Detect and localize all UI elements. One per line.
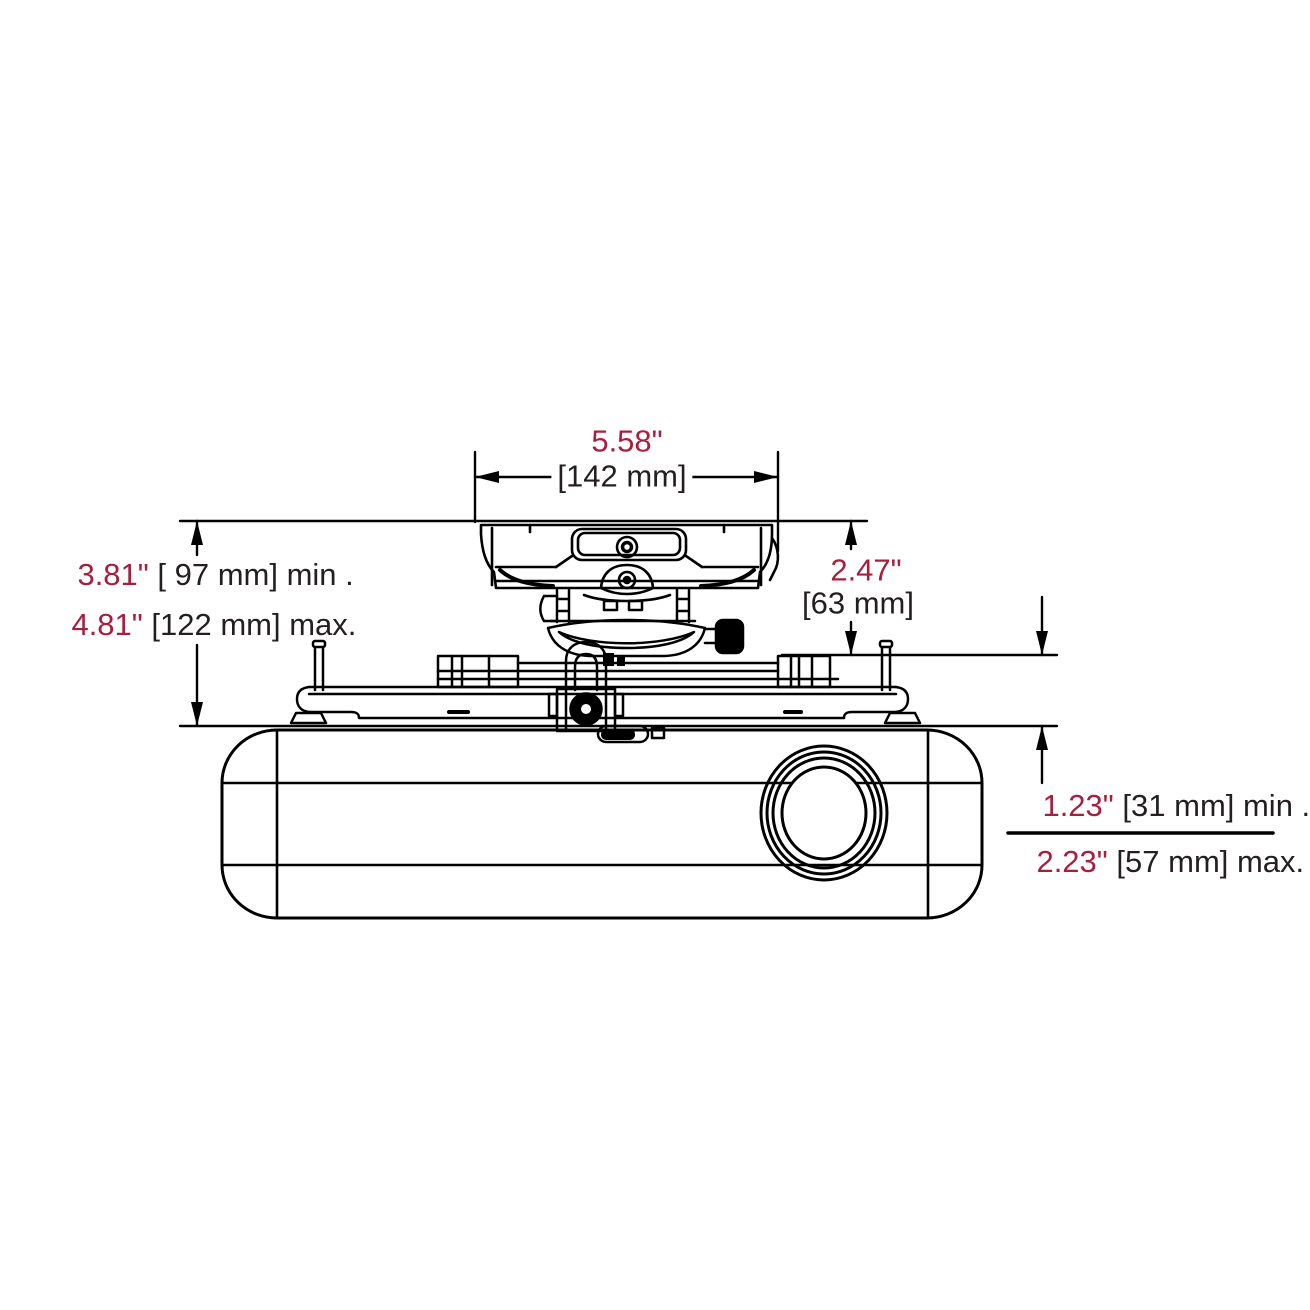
spreader-bar bbox=[307, 685, 898, 696]
dim-bottom-clearance-max-metric: [57 mm] max. bbox=[1107, 843, 1305, 879]
ceiling-mount-bracket bbox=[479, 523, 780, 603]
left-foot bbox=[289, 711, 328, 725]
dim-bottom-clearance-max-inches: 2.23" bbox=[1036, 843, 1108, 879]
adjustment-knob bbox=[714, 618, 745, 655]
pivot-lug bbox=[599, 563, 655, 596]
dimension-arrows bbox=[191, 471, 1048, 750]
dim-right-offset-inches: 2.47" bbox=[830, 552, 902, 588]
dim-top-width-metric: [142 mm] bbox=[551, 460, 693, 494]
dim-left-height-max: 4.81" [122 mm] max. bbox=[37, 576, 356, 674]
dim-left-height-min: 3.81" [ 97 mm] min . bbox=[43, 526, 354, 624]
dim-top-width-inches: 5.58" bbox=[591, 423, 663, 459]
bracket-screw-icon bbox=[615, 535, 639, 559]
projector-body bbox=[220, 728, 984, 920]
ball-joint-bowl bbox=[546, 618, 707, 658]
dim-left-height-max-inches: 4.81" bbox=[71, 606, 143, 642]
clevis-bracket bbox=[564, 640, 608, 733]
dim-bottom-clearance-min: 1.23" [31 mm] min . bbox=[1008, 757, 1310, 855]
dim-bottom-clearance-min-inches: 1.23" bbox=[1042, 787, 1114, 823]
dim-bottom-clearance-min-metric: [31 mm] min . bbox=[1113, 787, 1310, 823]
mounting-plate bbox=[289, 639, 922, 744]
dim-left-height-max-metric: [122 mm] max. bbox=[142, 606, 357, 642]
dim-bottom-clearance-max: 2.23" [57 mm] max. bbox=[1002, 813, 1304, 911]
dim-left-height-min-metric: [ 97 mm] min . bbox=[148, 556, 354, 592]
dim-right-offset-metric: [63 mm] bbox=[802, 585, 914, 621]
projector-lens bbox=[759, 744, 889, 882]
right-foot bbox=[883, 711, 922, 725]
right-guide-pin bbox=[880, 645, 892, 692]
left-guide-pin bbox=[313, 645, 325, 692]
tilt-knuckle bbox=[539, 588, 745, 666]
dim-left-height-min-inches: 3.81" bbox=[77, 556, 149, 592]
